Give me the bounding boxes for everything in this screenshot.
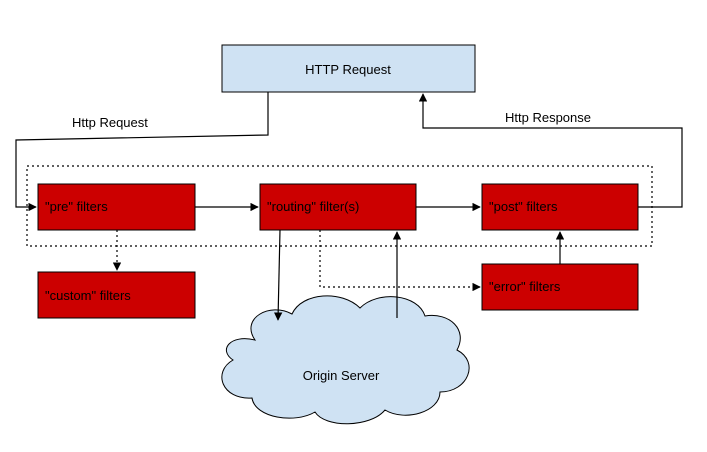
routing-to-origin-edge	[273, 229, 283, 321]
http-request-node: HTTP Request	[221, 44, 476, 93]
origin-server-label: Origin Server	[303, 368, 380, 383]
routing-filters-label: "routing" filter(s)	[267, 199, 359, 214]
http-request-label: HTTP Request	[305, 62, 391, 77]
pre-filters-node: "pre" filters	[37, 183, 196, 231]
custom-filters-node: "custom" filters	[37, 271, 196, 319]
filter-chain-boundary	[26, 165, 653, 247]
error-filters-node: "error" filters	[481, 263, 639, 311]
post-filters-node: "post" filters	[481, 183, 639, 231]
routing-to-error-edge	[319, 230, 481, 292]
custom-filters-label: "custom" filters	[45, 288, 131, 303]
http-response-edge-label: Http Response	[505, 110, 591, 125]
origin-server-cloud: Origin Server	[221, 295, 470, 425]
http-request-edge-label: Http Request	[72, 115, 148, 130]
request-to-pre-edge	[15, 92, 269, 212]
post-to-response-edge	[418, 93, 683, 208]
error-filters-label: "error" filters	[489, 279, 561, 294]
pre-filters-label: "pre" filters	[45, 199, 108, 214]
post-filters-label: "post" filters	[489, 199, 558, 214]
routing-filters-node: "routing" filter(s)	[259, 183, 417, 231]
